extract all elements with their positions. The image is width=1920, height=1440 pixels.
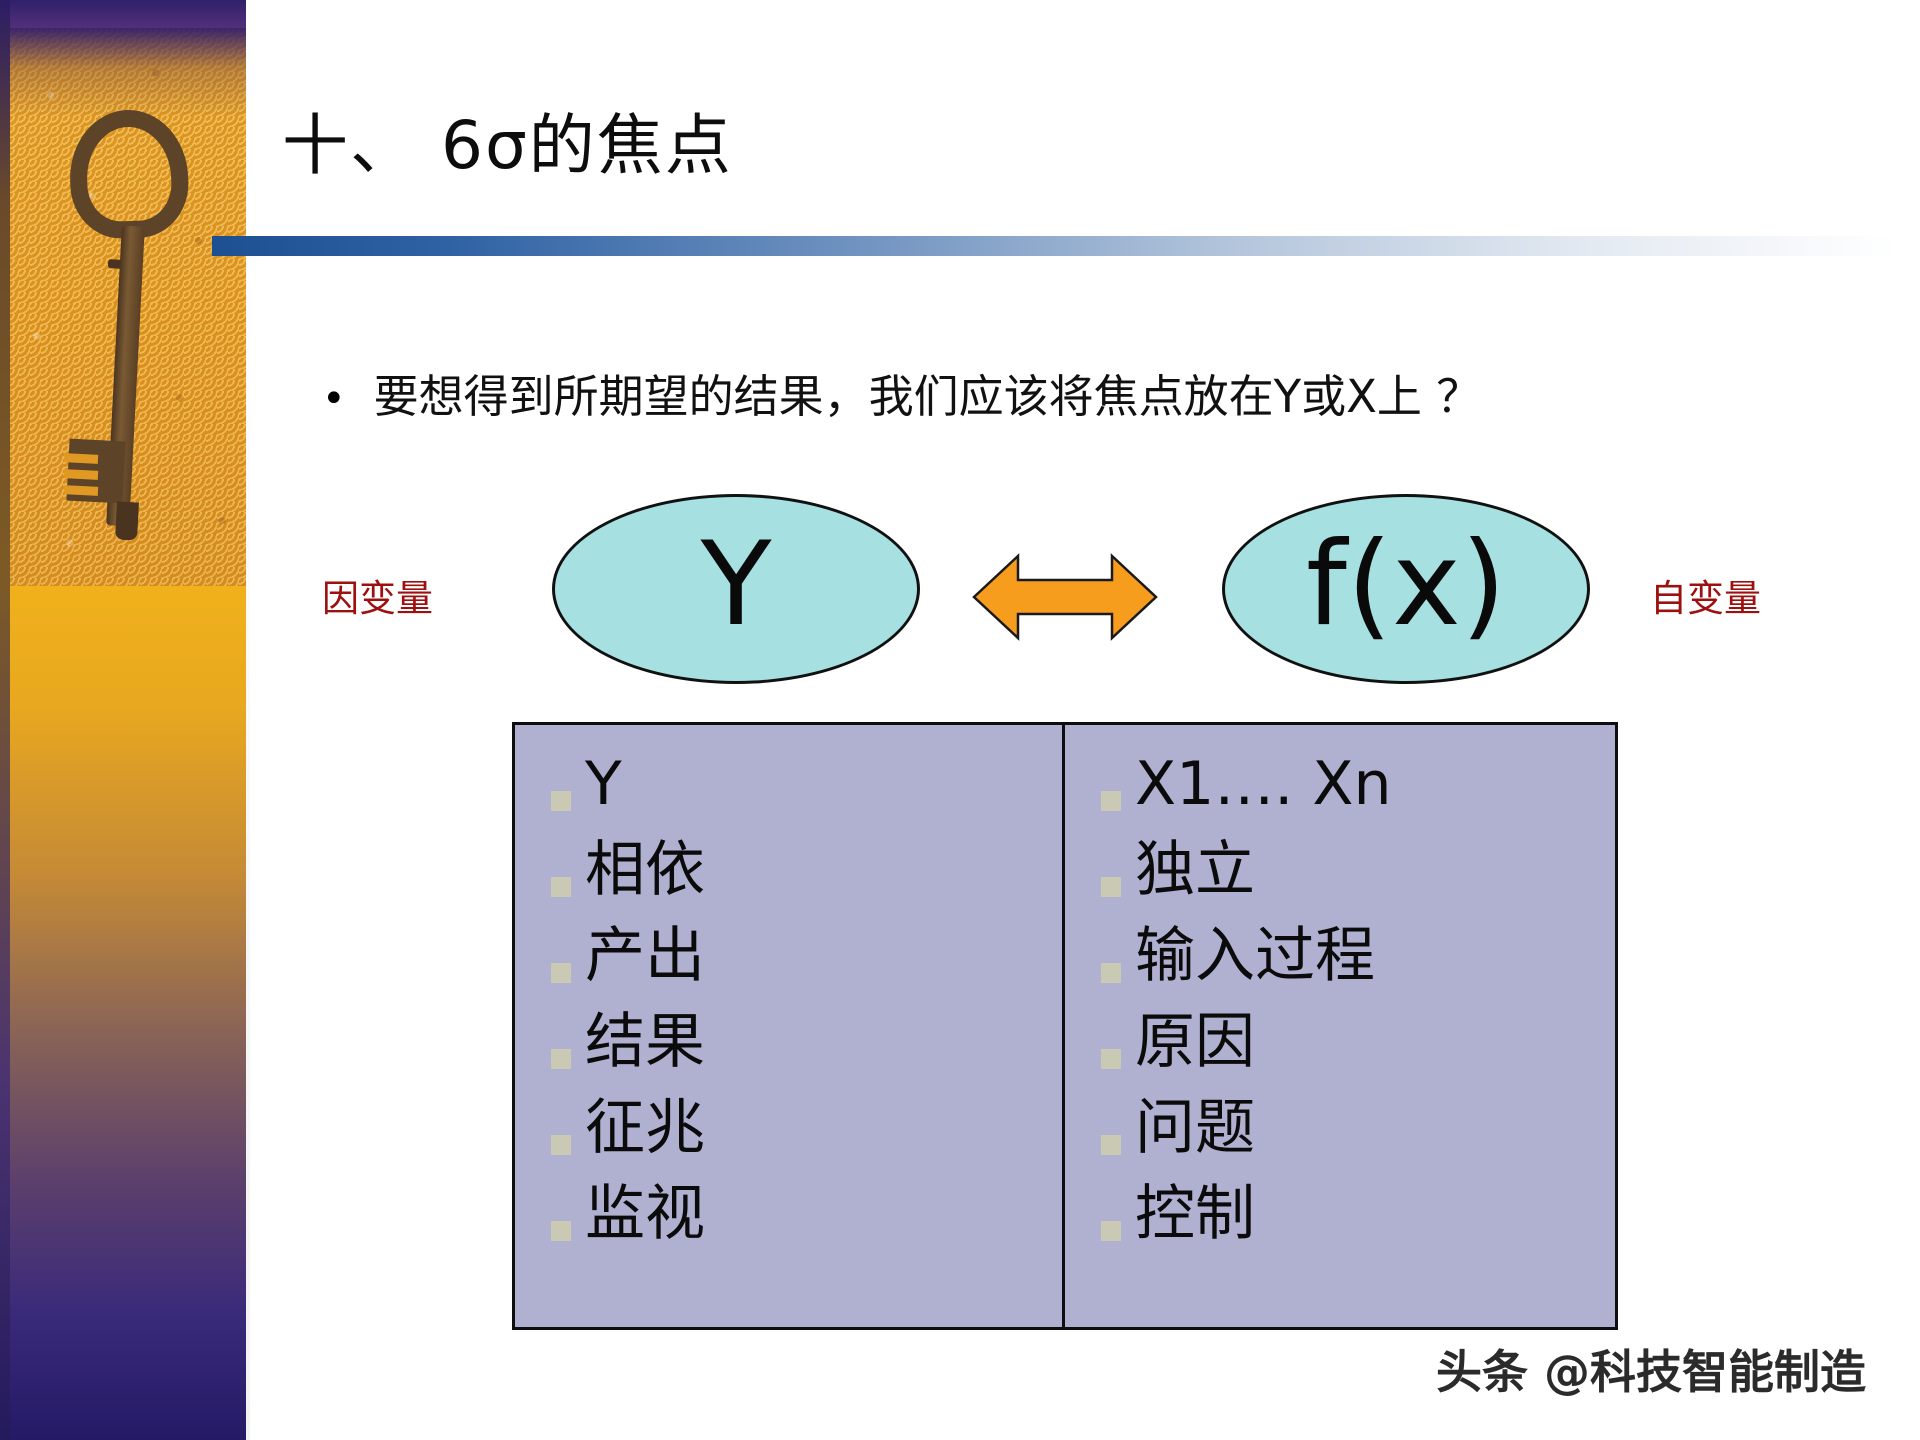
list-item: 监视: [551, 1183, 1062, 1269]
list-item: 产出: [551, 925, 1062, 1011]
list-item-label: 产出: [585, 921, 705, 991]
sidebar-lower-gradient: [8, 586, 246, 1440]
decorative-sidebar: [0, 0, 250, 1440]
y-ellipse-label: Y: [700, 517, 772, 652]
list-item-label: 输入过程: [1135, 921, 1375, 991]
list-item: 输入过程: [1101, 925, 1615, 1011]
list-item: 原因: [1101, 1011, 1615, 1097]
list-item: 征兆: [551, 1097, 1062, 1183]
square-bullet-icon: [1101, 963, 1121, 983]
bullet-line: • 要想得到所期望的结果，我们应该将焦点放在Y或X上 ？: [322, 360, 1481, 425]
page-title: 十、 6σ的焦点: [282, 107, 733, 184]
list-item-label: 相依: [585, 835, 705, 905]
list-item-label: 控制: [1135, 1179, 1255, 1249]
square-bullet-icon: [1101, 791, 1121, 811]
fx-ellipse-label: f(x): [1306, 517, 1506, 652]
photo-top-fade: [8, 28, 246, 118]
list-item-label: 结果: [585, 1007, 705, 1077]
list-item: 控制: [1101, 1183, 1615, 1269]
list-item-label: X1…. Xn: [1135, 749, 1392, 819]
bullet-marker-icon: •: [322, 376, 346, 422]
square-bullet-icon: [1101, 1135, 1121, 1155]
list-item-label: Y: [585, 749, 622, 819]
list-item-label: 监视: [585, 1179, 705, 1249]
independent-variable-label: 自变量: [1650, 577, 1761, 620]
square-bullet-icon: [551, 877, 571, 897]
y-ellipse-node: Y: [552, 494, 920, 684]
list-item: Y: [551, 753, 1062, 839]
list-item: X1…. Xn: [1101, 753, 1615, 839]
title-underline-rule: [212, 236, 1896, 256]
square-bullet-icon: [551, 791, 571, 811]
double-headed-arrow-icon: [972, 552, 1158, 642]
square-bullet-icon: [551, 1049, 571, 1069]
square-bullet-icon: [1101, 1049, 1121, 1069]
comparison-table: Y 相依 产出 结果 征兆 监视: [512, 722, 1618, 1330]
table-column-y: Y 相依 产出 结果 征兆 监视: [515, 725, 1065, 1327]
list-item-label: 原因: [1135, 1007, 1255, 1077]
list-item: 问题: [1101, 1097, 1615, 1183]
square-bullet-icon: [551, 1135, 571, 1155]
sidebar-right-edge: [246, 0, 250, 1440]
list-item-label: 征兆: [585, 1093, 705, 1163]
table-column-x: X1…. Xn 独立 输入过程 原因 问题 控制: [1065, 725, 1615, 1327]
list-item-label: 问题: [1135, 1093, 1255, 1163]
fx-ellipse-node: f(x): [1222, 494, 1590, 684]
square-bullet-icon: [1101, 1221, 1121, 1241]
list-item: 结果: [551, 1011, 1062, 1097]
square-bullet-icon: [551, 963, 571, 983]
list-item: 独立: [1101, 839, 1615, 925]
watermark: 头条 @科技智能制造: [1436, 1345, 1867, 1399]
bullet-text: 要想得到所期望的结果，我们应该将焦点放在Y或X上 ？: [373, 370, 1482, 423]
sidebar-left-edge: [0, 0, 10, 1440]
dependent-variable-label: 因变量: [322, 577, 433, 620]
list-item: 相依: [551, 839, 1062, 925]
key-photo: [8, 28, 246, 588]
list-item-label: 独立: [1135, 835, 1255, 905]
square-bullet-icon: [1101, 877, 1121, 897]
square-bullet-icon: [551, 1221, 571, 1241]
